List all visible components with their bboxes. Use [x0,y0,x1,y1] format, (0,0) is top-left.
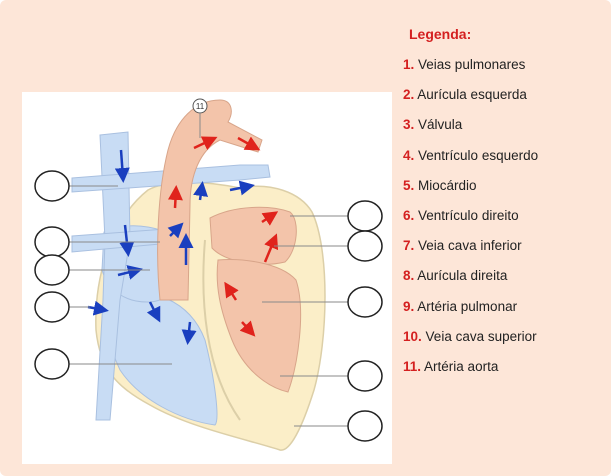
legend-number: 2. [403,87,415,103]
answer-circle[interactable] [34,226,70,258]
legend-number: 10. [403,328,422,344]
legend-number: 11. [403,358,422,374]
legend-text: Veia cava superior [425,328,537,344]
leader-lines-left [68,185,172,365]
answer-circles-right [347,200,383,442]
answer-circle[interactable] [34,170,70,202]
legend-item: 5. Miocárdio [403,175,608,205]
legend-title: Legenda: [409,26,472,42]
answer-circle[interactable] [34,254,70,286]
legend-number: 5. [403,177,415,193]
answer-circle[interactable] [347,200,383,232]
legend-item: 6. Ventrículo direito [403,205,608,235]
legend-text: Artéria aorta [424,358,499,374]
legend-number: 4. [403,147,415,163]
legend-item: 11. Artéria aorta [403,356,608,386]
legend-item: 2. Aurícula esquerda [403,84,608,114]
legend-number: 6. [403,207,415,223]
marker-label: 11 [196,102,205,111]
legend-item: 9. Artéria pulmonar [403,296,608,326]
legend-text: Aurícula esquerda [417,87,527,103]
legend-text: Miocárdio [418,177,477,193]
answer-circle[interactable] [34,291,70,323]
aorta [157,99,263,301]
legend-number: 3. [403,117,415,133]
legend-number: 9. [403,298,415,314]
legend-text: Ventrículo direito [418,207,519,223]
answer-circle[interactable] [347,410,383,442]
legend-number: 1. [403,57,415,72]
blue-flow-arrows [87,149,255,345]
legend-text: Artéria pulmonar [417,298,518,314]
legend-number: 8. [403,268,415,284]
answer-circle[interactable] [347,230,383,262]
legend-item: 4. Ventrículo esquerdo [403,145,608,175]
answer-circles-left [34,170,70,380]
answer-circle[interactable] [347,286,383,318]
answer-circle[interactable] [34,348,70,380]
legend-text: Veia cava inferior [418,238,522,254]
left-atrium [209,206,297,265]
legend-text: Veias pulmonares [418,57,526,72]
legend-item: 10. Veia cava superior [403,326,608,356]
legend-text: Válvula [418,117,463,133]
red-flow-arrows [167,136,279,337]
legend-number: 7. [403,238,415,254]
legend-item: 1. Veias pulmonares [403,54,608,84]
legend-item: 8. Aurícula direita [403,265,608,295]
legend-text: Ventrículo esquerdo [418,147,539,163]
answer-circle[interactable] [347,360,383,392]
legend-item: 3. Válvula [403,114,608,144]
leader-lines-right [262,215,350,427]
legend-item: 7. Veia cava inferior [403,235,608,265]
legend-text: Aurícula direita [417,268,508,284]
